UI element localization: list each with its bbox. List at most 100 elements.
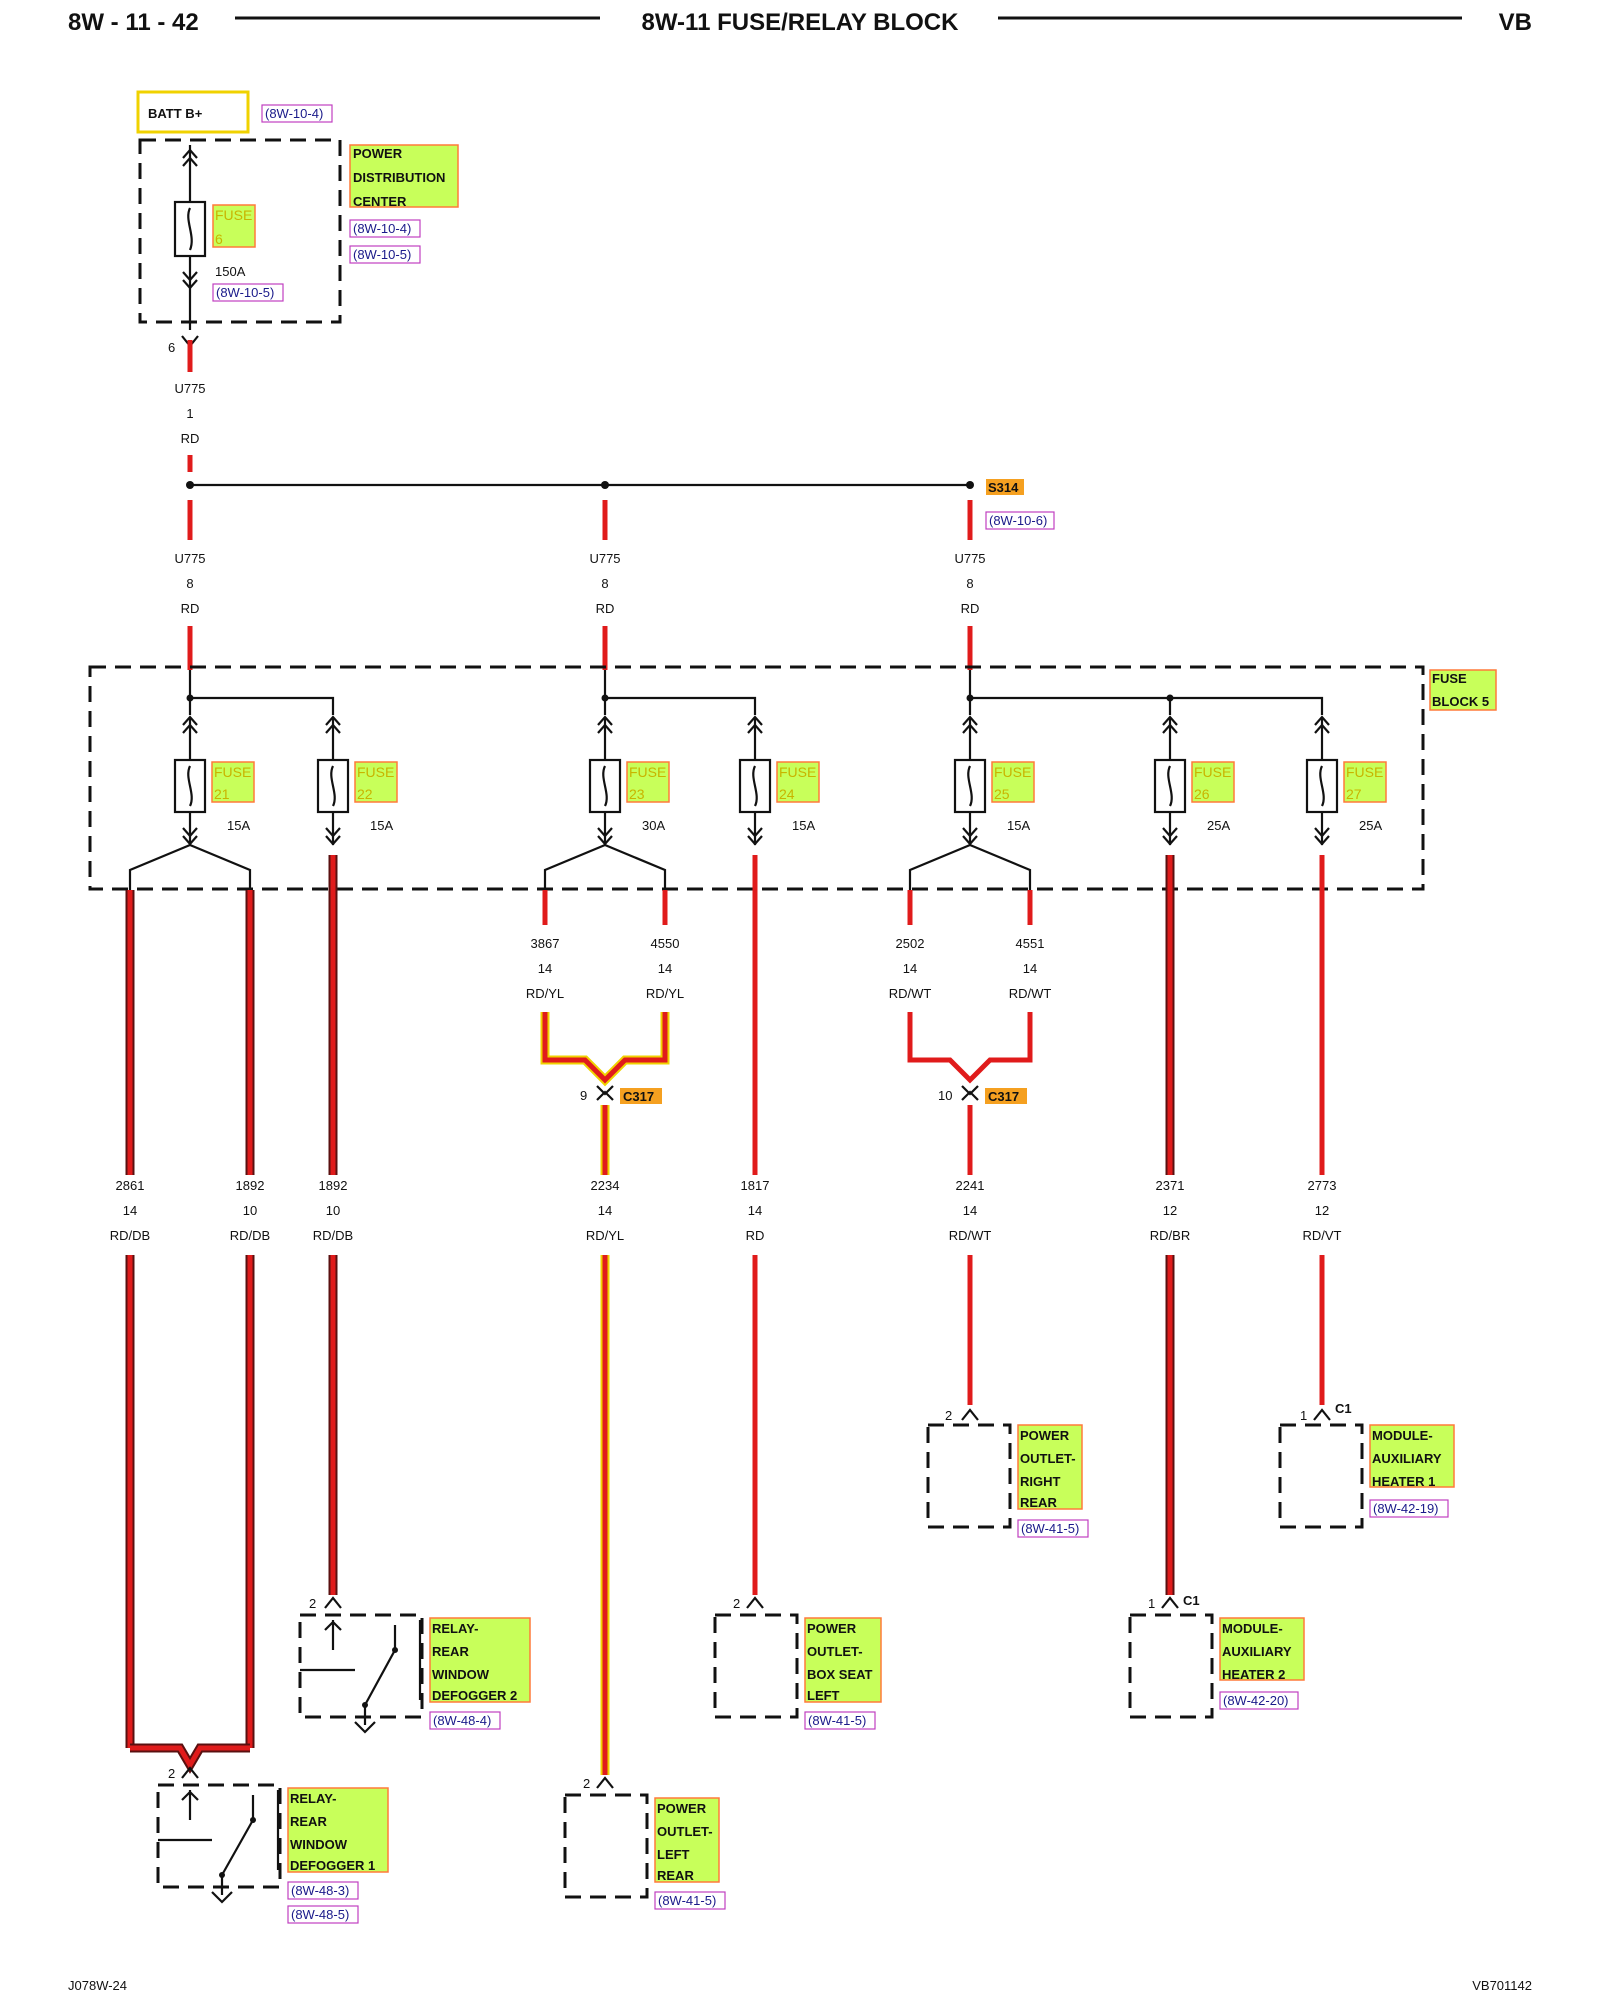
- out-wire-8-code: 2773: [1308, 1178, 1337, 1193]
- pdc-ref-box-2[interactable]: [349, 245, 421, 264]
- out-wire-3-gauge: 10: [326, 1203, 340, 1218]
- outlet-lr-ref-box[interactable]: [654, 1891, 726, 1910]
- batt-label: BATT B+: [148, 106, 203, 121]
- outlet-box-seat-left: [713, 1613, 799, 1719]
- heater-2-highlight: [1219, 1617, 1305, 1681]
- fuse-21-amps: 15A: [227, 818, 250, 833]
- heater-2-label-1: MODULE-: [1222, 1621, 1283, 1636]
- heater-2-pin: 1: [1148, 1596, 1155, 1611]
- outlet-lr-ref-link[interactable]: (8W-41-5): [658, 1893, 716, 1908]
- heater-1-label-3: HEATER 1: [1372, 1474, 1435, 1489]
- fuse-21-number: 21: [214, 786, 230, 802]
- pdc-label-2: DISTRIBUTION: [353, 170, 445, 185]
- batt-ref-box[interactable]: [261, 104, 333, 123]
- out-wire-3-code: 1892: [319, 1178, 348, 1193]
- relay-1-label-1: RELAY-: [290, 1791, 336, 1806]
- out-wire-4-color: RD/YL: [586, 1228, 624, 1243]
- c317-b-name: C317: [988, 1089, 1019, 1104]
- out-wire-5-gauge: 14: [748, 1203, 762, 1218]
- fuse-6-ref-box[interactable]: [212, 283, 284, 302]
- outlet-rr-ref-link[interactable]: (8W-41-5): [1021, 1521, 1079, 1536]
- relay-1-switch-icon: [158, 1790, 280, 1904]
- fuse-6-ref-link[interactable]: (8W-10-5): [216, 285, 274, 300]
- splice-ref-box[interactable]: [985, 511, 1055, 530]
- main-wire-code: U775: [174, 381, 205, 396]
- outlet-rr-ref-box[interactable]: [1017, 1519, 1089, 1538]
- feed-1-code: U775: [174, 551, 205, 566]
- fuse-block-label-2: BLOCK 5: [1432, 694, 1489, 709]
- splice-highlight: [986, 479, 1024, 495]
- outlet-rr-label-2: OUTLET-: [1020, 1451, 1076, 1466]
- batt-ref-link[interactable]: (8W-10-4): [265, 106, 323, 121]
- heater-2-ref-link[interactable]: (8W-42-20): [1223, 1693, 1289, 1708]
- fuse-22-amps: 15A: [370, 818, 393, 833]
- splice-name: S314: [988, 480, 1019, 495]
- relay-2-label-1: RELAY-: [432, 1621, 478, 1636]
- yl-merge-tracer: [540, 1012, 670, 1087]
- fuse-27-number: 27: [1346, 786, 1362, 802]
- relay-2-switch-icon: [300, 1620, 422, 1734]
- fuse-23-number: 23: [629, 786, 645, 802]
- out-wire-1-gauge: 14: [123, 1203, 137, 1218]
- fuse-block-label-1: FUSE: [1432, 671, 1467, 686]
- c317-pin-9: 9: [580, 1088, 587, 1103]
- out-wire-4-gauge: 14: [598, 1203, 612, 1218]
- relay-1-ref-box-2[interactable]: [287, 1905, 359, 1924]
- outlet-left-rear: [563, 1793, 649, 1899]
- footer-right: VB701142: [1472, 1978, 1532, 1993]
- outlet-lr-label-4: REAR: [657, 1868, 694, 1883]
- out-wire-8-gauge: 12: [1315, 1203, 1329, 1218]
- heater-1-ref-link[interactable]: (8W-42-19): [1373, 1501, 1439, 1516]
- wire-4551-color: RD/WT: [1009, 986, 1052, 1001]
- wire-2502-gauge: 14: [903, 961, 917, 976]
- fuse-6-highlight: [212, 204, 256, 248]
- relay-2-ref-box[interactable]: [429, 1711, 501, 1730]
- outlet-bs-ref-box[interactable]: [804, 1711, 876, 1730]
- heater-2-label-2: AUXILIARY: [1222, 1644, 1292, 1659]
- relay-1-ref-link-2[interactable]: (8W-48-5): [291, 1907, 349, 1922]
- fuse-24-amps: 15A: [792, 818, 815, 833]
- wire-4550-color: RD/YL: [646, 986, 684, 1001]
- fuse-26-number: 26: [1194, 786, 1210, 802]
- relay-1-ref-box-1[interactable]: [287, 1881, 359, 1900]
- outlet-bs-ref-link[interactable]: (8W-41-5): [808, 1713, 866, 1728]
- wt-merge-wire: [907, 1012, 1033, 1084]
- feed-3-gauge: 8: [966, 576, 973, 591]
- outlet-rr-label-3: RIGHT: [1020, 1474, 1061, 1489]
- relay-1-highlight: [287, 1787, 389, 1873]
- relay-1-ref-link-1[interactable]: (8W-48-3): [291, 1883, 349, 1898]
- relay-2-ref-link[interactable]: (8W-48-4): [433, 1713, 491, 1728]
- relay-1-label-3: WINDOW: [290, 1837, 348, 1852]
- heater-1-ref-box[interactable]: [1369, 1499, 1449, 1518]
- heater-1-conn: C1: [1335, 1401, 1352, 1416]
- out-wire-4-code: 2234: [591, 1178, 620, 1193]
- heater-2-ref-box[interactable]: [1219, 1691, 1299, 1710]
- out-wire-2-code: 1892: [236, 1178, 265, 1193]
- fuse-26-amps: 25A: [1207, 818, 1230, 833]
- fuse-23: FUSE 23 30A: [588, 715, 670, 846]
- defogger-1-merge: [130, 1745, 250, 1770]
- relay-1-label-2: REAR: [290, 1814, 327, 1829]
- relay-1-pin: 2: [168, 1766, 175, 1781]
- fuse-6-amps: 150A: [215, 264, 246, 279]
- splice-ref-link[interactable]: (8W-10-6): [989, 513, 1047, 528]
- feed-3-color: RD: [961, 601, 980, 616]
- pdc-ref-link-2[interactable]: (8W-10-5): [353, 247, 411, 262]
- pdc-label-3: CENTER: [353, 194, 407, 209]
- fuse-23-amps: 30A: [642, 818, 665, 833]
- pdc-ref-box-1[interactable]: [349, 219, 421, 238]
- wire-2502-color: RD/WT: [889, 986, 932, 1001]
- outlet-lr-pin: 2: [583, 1776, 590, 1791]
- fuse-27-label: FUSE: [1346, 764, 1383, 780]
- wire-4550-code: 4550: [651, 936, 680, 951]
- fuse-23-label: FUSE: [629, 764, 666, 780]
- fuse-24-number: 24: [779, 786, 795, 802]
- pdc-ref-link-1[interactable]: (8W-10-4): [353, 221, 411, 236]
- outlet-bs-label-2: OUTLET-: [807, 1644, 863, 1659]
